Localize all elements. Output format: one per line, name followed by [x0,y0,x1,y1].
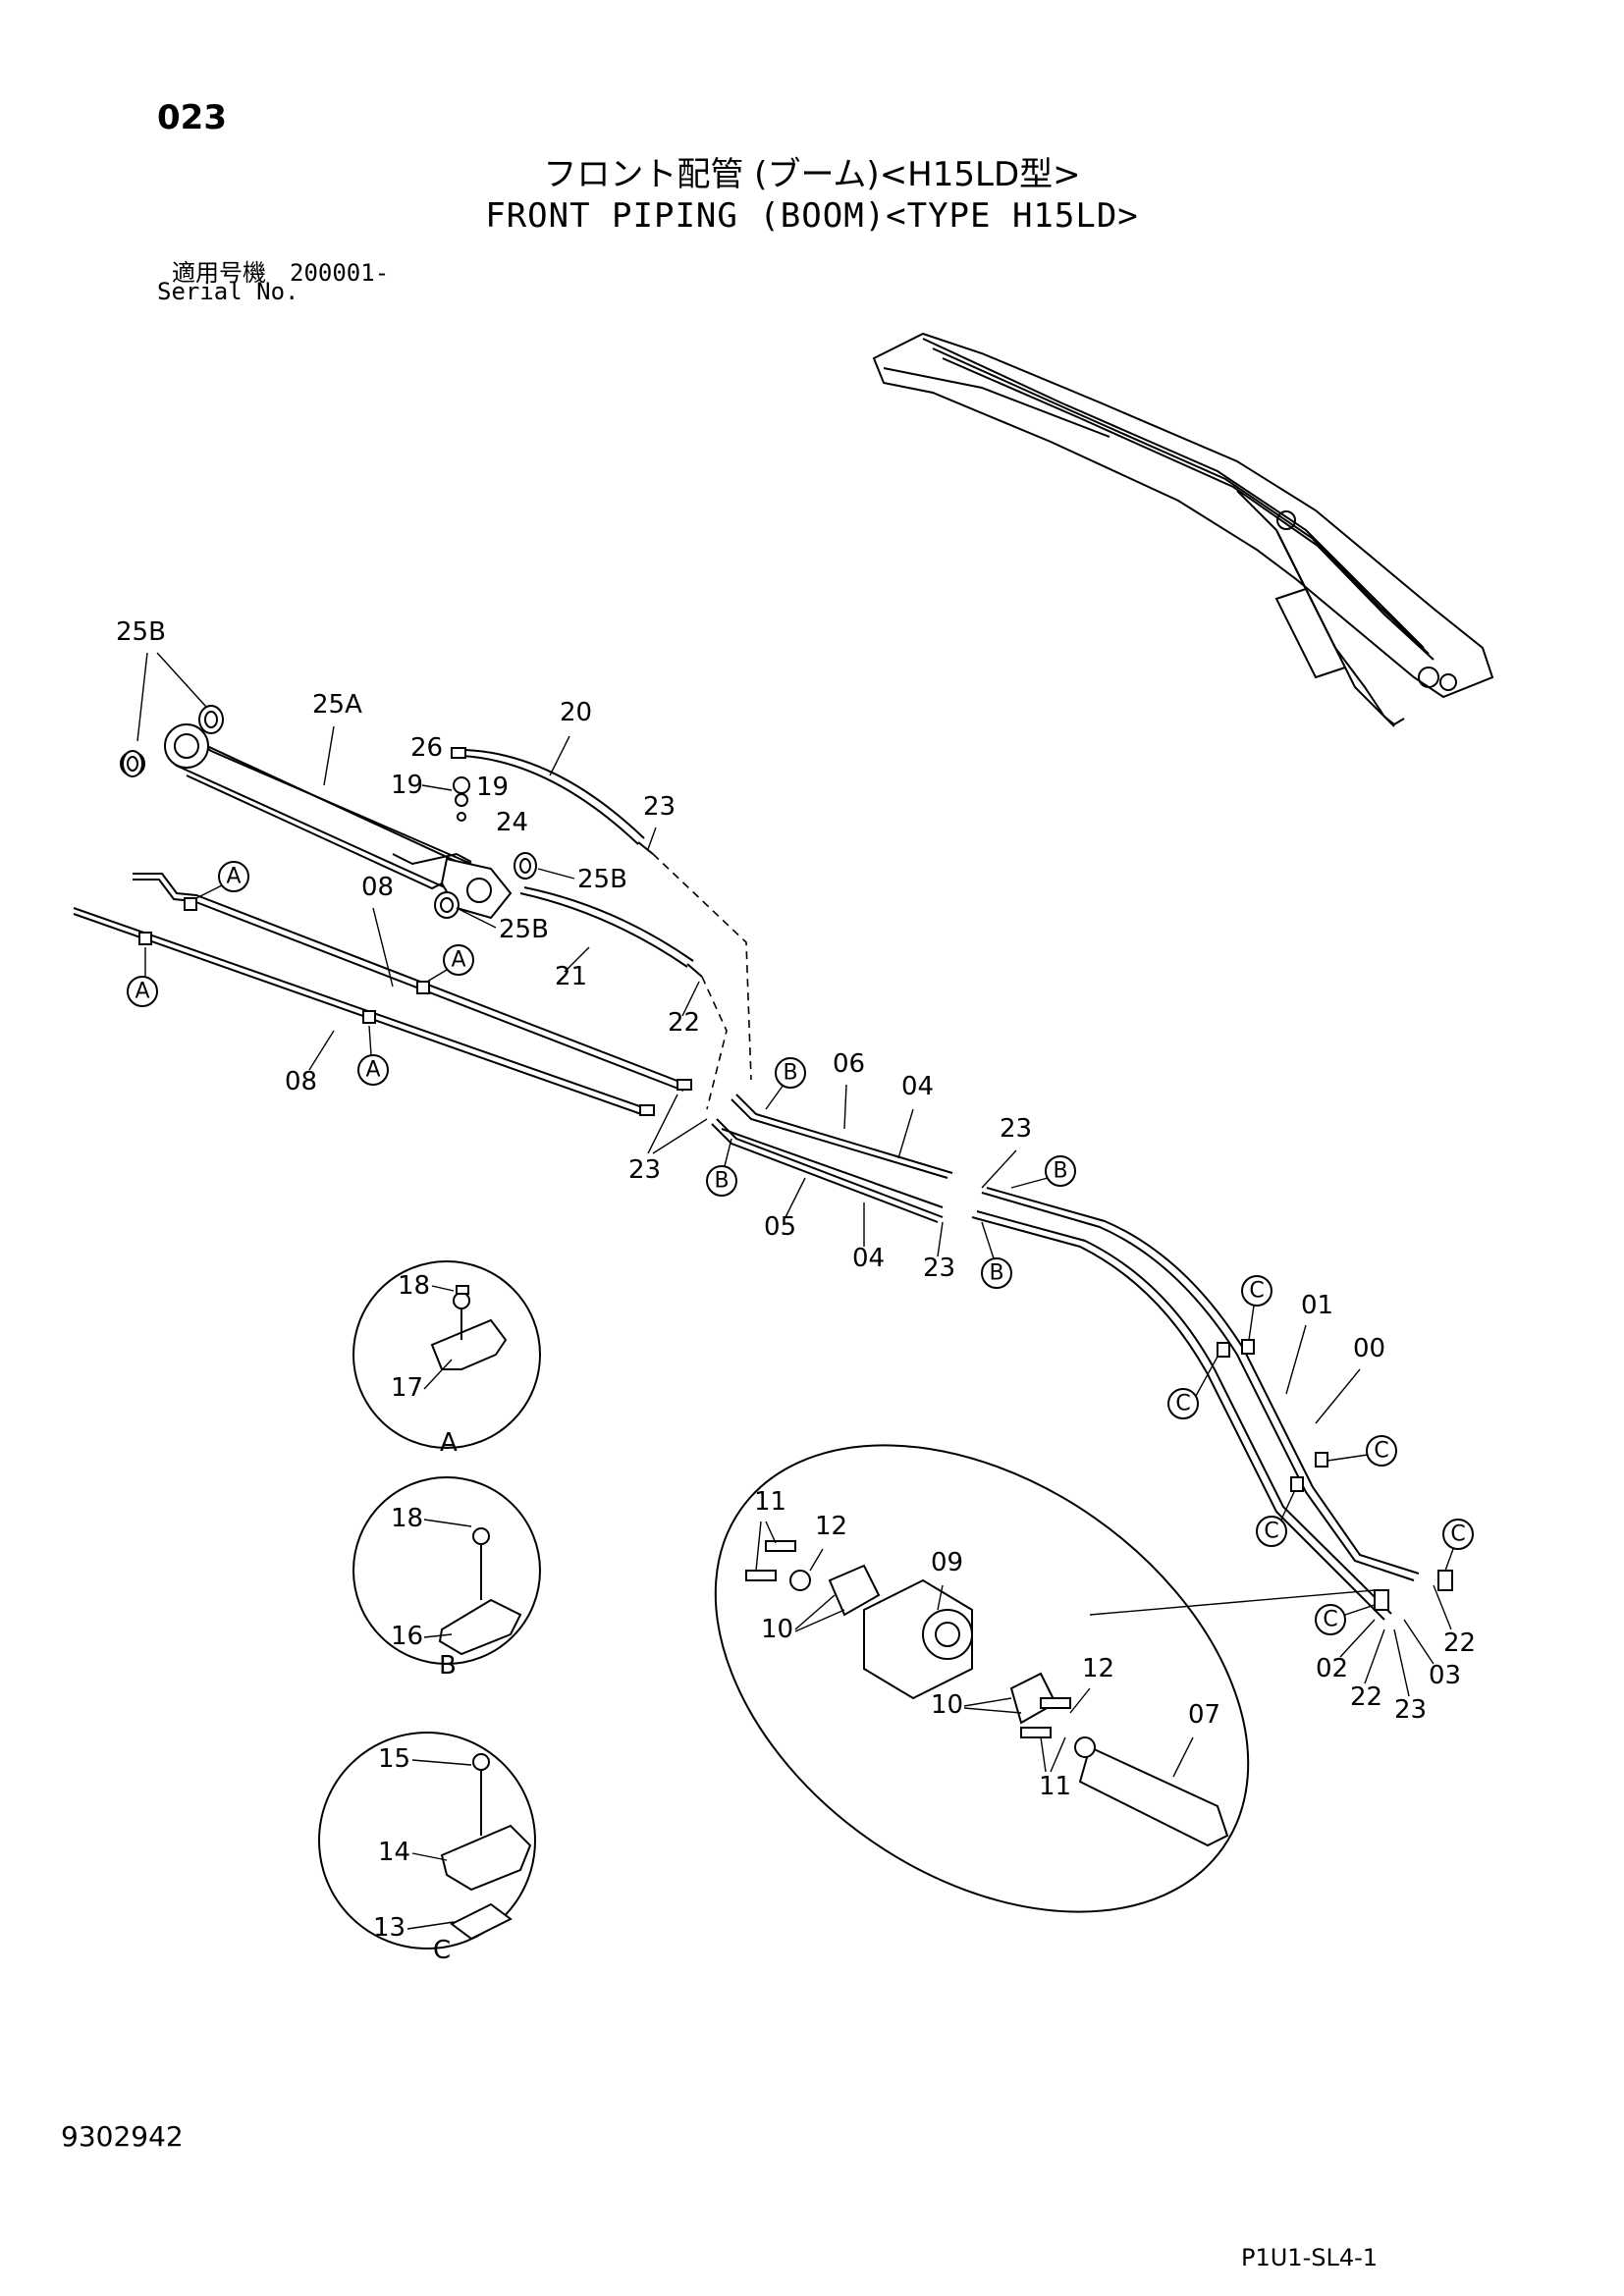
page-number: 023 [157,98,227,137]
callout-c-4: C [1256,1516,1287,1547]
detail-view-letters: A B C [433,1428,458,1965]
label-18-b: 18 [391,1504,423,1533]
svg-text:C: C [1175,1392,1190,1416]
label-04-upper: 04 [901,1072,934,1101]
svg-text:B: B [714,1169,729,1194]
svg-text:C: C [1450,1522,1465,1547]
label-07: 07 [1188,1700,1220,1730]
pipe-08-upper [133,873,692,1092]
pipe-clamps-A [138,897,430,1024]
svg-text:B: B [989,1261,1003,1286]
callout-a-3: A [443,944,474,976]
detail-letter-c: C [433,1936,451,1965]
boom-overview-illustration [872,332,1494,727]
sheet-id: P1U1-SL4-1 [1241,2244,1379,2271]
label-18-a: 18 [398,1271,430,1301]
label-10-left: 10 [761,1615,793,1644]
label-02: 02 [1316,1654,1348,1683]
label-04-lower: 04 [852,1244,885,1273]
serial-label-japanese: 適用号機 200001- [172,259,390,287]
callout-b-1: B [775,1057,806,1089]
label-08-lower: 08 [285,1067,317,1096]
label-21: 21 [555,962,587,991]
pipes-04-05-06 [711,1094,953,1223]
label-22-right: 22 [1443,1629,1476,1658]
svg-text:B: B [1053,1159,1067,1184]
detail-pointer-line [1089,1589,1376,1616]
svg-text:A: A [365,1058,380,1083]
part-labels: 25B 25A 20 26 19 19 24 23 25B 25B 08 21 … [116,617,1476,1943]
callout-a-1: A [218,861,249,892]
title-japanese: フロント配管 (ブーム)<H15LD型> [543,155,1081,194]
label-00: 00 [1353,1334,1385,1363]
label-23-right: 23 [1394,1695,1427,1725]
detail-letter-b: B [439,1651,457,1681]
serial-label-english: Serial No. [157,278,299,305]
label-14: 14 [378,1838,410,1867]
callout-c-3: C [1366,1435,1397,1467]
label-12-right: 12 [1082,1654,1114,1683]
label-23-left: 23 [628,1155,661,1185]
label-09: 09 [931,1548,963,1577]
label-24: 24 [496,808,528,837]
label-05: 05 [764,1212,796,1242]
label-15: 15 [378,1744,410,1774]
fitting-group [453,776,470,822]
callout-a-4: A [357,1054,389,1086]
label-08-upper: 08 [361,873,394,902]
label-22-low: 22 [1350,1682,1382,1712]
svg-text:A: A [226,865,241,889]
pipe-08-lower [73,907,655,1116]
label-25A: 25A [312,690,362,720]
callout-b-4: B [981,1257,1012,1289]
label-26: 26 [410,733,443,763]
callout-b-2: B [706,1165,737,1197]
label-25B-mid: 25B [577,865,627,894]
label-23-mid: 23 [1000,1114,1032,1144]
label-06: 06 [833,1049,865,1079]
detail-view-c [318,1732,536,1949]
dashed-leaders [652,853,752,1110]
label-25B-top: 25B [116,617,166,647]
label-20: 20 [560,698,592,727]
label-19-right: 19 [476,773,509,802]
label-12-top: 12 [815,1512,847,1541]
detail-view-b [352,1476,541,1665]
label-01: 01 [1301,1291,1333,1320]
label-23-top: 23 [643,792,676,822]
label-13: 13 [373,1913,406,1943]
callout-c-6: C [1315,1604,1346,1635]
callout-c-5: C [1442,1519,1474,1550]
hose-21 [519,886,703,978]
callout-a-2: A [127,976,158,1007]
detail-letter-a: A [440,1428,458,1458]
svg-text:C: C [1374,1439,1388,1464]
title-english: FRONT PIPING (BOOM)<TYPE H15LD> [485,196,1139,236]
label-11-top: 11 [754,1487,786,1517]
label-25B-low: 25B [499,915,549,944]
label-23-low: 23 [923,1254,955,1283]
document-number: 9302942 [61,2120,184,2153]
label-19-left: 19 [391,771,423,800]
svg-text:C: C [1249,1279,1264,1304]
label-10-right: 10 [931,1690,963,1720]
callout-c-1: C [1241,1275,1272,1307]
svg-text:C: C [1264,1520,1278,1544]
callout-markers: A A A A B B B B C C C C C C [127,861,1474,1635]
label-16: 16 [391,1622,423,1651]
svg-text:A: A [135,980,149,1004]
hose-20 [451,747,654,855]
svg-text:B: B [783,1061,797,1086]
callout-c-2: C [1167,1388,1199,1419]
label-03: 03 [1429,1661,1461,1690]
label-11-bottom: 11 [1039,1772,1071,1801]
svg-text:C: C [1323,1608,1337,1632]
seal-rings [122,705,537,919]
detail-view-valve [714,1444,1250,1913]
label-17: 17 [391,1373,423,1403]
pipe-clamps-C [1217,1339,1453,1611]
svg-text:A: A [451,948,465,973]
callout-b-3: B [1045,1155,1076,1187]
